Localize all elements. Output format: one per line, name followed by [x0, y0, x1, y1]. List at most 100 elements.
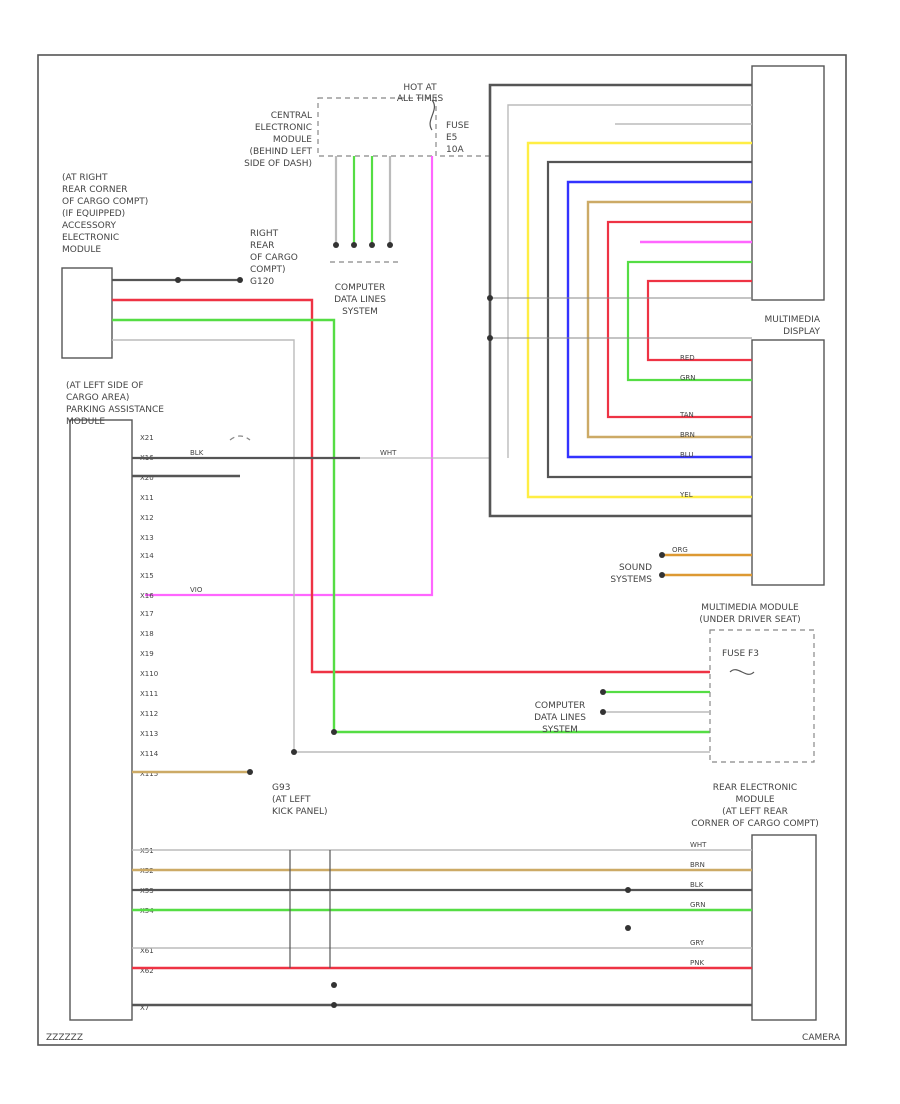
- svg-text:X113: X113: [140, 730, 158, 738]
- svg-text:G120: G120: [250, 277, 274, 287]
- parking-module-box: [69, 419, 133, 1021]
- svg-text:GRY: GRY: [690, 939, 705, 947]
- svg-text:X11: X11: [140, 494, 154, 502]
- svg-text:X19: X19: [140, 650, 154, 658]
- svg-text:(IF EQUIPPED): (IF EQUIPPED): [62, 209, 125, 219]
- multimedia-module-label: MULTIMEDIA MODULE (UNDER DRIVER SEAT): [699, 603, 800, 625]
- multimedia-display-label: MULTIMEDIA DISPLAY: [765, 315, 821, 337]
- svg-text:SYSTEM: SYSTEM: [342, 307, 378, 317]
- svg-text:MULTIMEDIA: MULTIMEDIA: [765, 315, 821, 325]
- svg-text:BLK: BLK: [190, 449, 204, 457]
- svg-text:X18: X18: [140, 630, 154, 638]
- parking-module-label: (AT LEFT SIDE OF CARGO AREA) PARKING ASS…: [66, 381, 164, 427]
- accessory-module-label: (AT RIGHT REAR CORNER OF CARGO COMPT) (I…: [62, 173, 148, 255]
- svg-text:X61: X61: [140, 947, 154, 955]
- svg-text:BLU: BLU: [680, 451, 693, 459]
- svg-text:(UNDER DRIVER SEAT): (UNDER DRIVER SEAT): [699, 615, 800, 625]
- central-module-wires: [330, 156, 400, 263]
- svg-text:DATA LINES: DATA LINES: [334, 295, 386, 305]
- svg-text:X110: X110: [140, 670, 158, 678]
- svg-text:(AT LEFT: (AT LEFT: [272, 795, 311, 805]
- svg-text:X14: X14: [140, 552, 154, 560]
- sound-systems: ORG SOUND SYSTEMS: [610, 546, 752, 585]
- rear-module-label: REAR ELECTRONIC MODULE (AT LEFT REAR COR…: [691, 783, 818, 829]
- accessory-module-box: [61, 267, 113, 359]
- svg-text:CORNER OF CARGO COMPT): CORNER OF CARGO COMPT): [691, 819, 818, 829]
- svg-text:X111: X111: [140, 690, 158, 698]
- computer-data-lines-label-1: COMPUTER DATA LINES SYSTEM: [334, 283, 386, 317]
- svg-text:ALL TIMES: ALL TIMES: [397, 94, 444, 104]
- display-harness: YEL BLU BRN TAN GRN RED: [487, 83, 752, 518]
- svg-text:X62: X62: [140, 967, 154, 975]
- ground-g93-label: G93 (AT LEFT KICK PANEL): [272, 783, 328, 817]
- svg-text:CENTRAL: CENTRAL: [271, 111, 312, 121]
- svg-text:X112: X112: [140, 710, 158, 718]
- fuse-f3-symbol: [729, 669, 755, 675]
- footer-right-label: CAMERA: [802, 1033, 841, 1043]
- svg-text:RIGHT: RIGHT: [250, 229, 279, 239]
- svg-text:X17: X17: [140, 610, 154, 618]
- svg-text:COMPT): COMPT): [250, 265, 286, 275]
- svg-text:MODULE: MODULE: [273, 135, 312, 145]
- svg-text:KICK PANEL): KICK PANEL): [272, 807, 328, 817]
- svg-text:BRN: BRN: [690, 861, 705, 869]
- central-module-outline: [317, 97, 437, 157]
- svg-text:BRN: BRN: [680, 431, 695, 439]
- svg-text:X16: X16: [140, 592, 154, 600]
- svg-text:COMPUTER: COMPUTER: [535, 701, 586, 711]
- svg-text:REAR ELECTRONIC: REAR ELECTRONIC: [713, 783, 797, 793]
- svg-text:OF CARGO: OF CARGO: [250, 253, 298, 263]
- computer-data-lines-label-2: COMPUTER DATA LINES SYSTEM: [534, 701, 586, 735]
- svg-text:X21: X21: [140, 434, 154, 442]
- svg-text:ELECTRONIC: ELECTRONIC: [255, 123, 312, 133]
- svg-text:SYSTEMS: SYSTEMS: [610, 575, 652, 585]
- svg-text:MODULE: MODULE: [735, 795, 774, 805]
- svg-text:PNK: PNK: [690, 959, 704, 967]
- central-module-label: CENTRAL ELECTRONIC MODULE (BEHIND LEFT S…: [244, 111, 312, 169]
- ground-g120-label: RIGHT REAR OF CARGO COMPT) G120: [250, 229, 298, 287]
- svg-text:COMPUTER: COMPUTER: [335, 283, 386, 293]
- svg-text:MULTIMEDIA MODULE: MULTIMEDIA MODULE: [701, 603, 799, 613]
- svg-text:CARGO AREA): CARGO AREA): [66, 393, 129, 403]
- svg-text:FUSE: FUSE: [446, 121, 469, 131]
- rear-module-box: [751, 834, 817, 1021]
- svg-text:X13: X13: [140, 534, 154, 542]
- svg-text:WHT: WHT: [380, 449, 397, 457]
- svg-text:BLK: BLK: [690, 881, 704, 889]
- rear-module-wires: WHT BRN BLK GRN GRY PNK: [132, 841, 752, 1008]
- svg-text:X114: X114: [140, 750, 159, 758]
- svg-text:(AT LEFT SIDE OF: (AT LEFT SIDE OF: [66, 381, 144, 391]
- svg-text:RED: RED: [680, 354, 695, 362]
- svg-text:X15: X15: [140, 572, 154, 580]
- svg-text:(BEHIND LEFT: (BEHIND LEFT: [249, 147, 312, 157]
- svg-text:TAN: TAN: [679, 411, 694, 419]
- svg-text:G93: G93: [272, 783, 290, 793]
- svg-text:ACCESSORY: ACCESSORY: [62, 221, 116, 231]
- svg-text:HOT AT: HOT AT: [403, 83, 437, 93]
- parking-module-pins: X21 X16 X20 X11 X12 X13 X14 X15 X16 X17 …: [140, 434, 159, 1012]
- footer-left-label: ZZZZZZ: [46, 1033, 83, 1043]
- svg-text:10A: 10A: [446, 145, 464, 155]
- svg-text:MODULE: MODULE: [62, 245, 101, 255]
- pink-wire-fuse: [145, 156, 434, 597]
- svg-text:OF CARGO COMPT): OF CARGO COMPT): [62, 197, 148, 207]
- multimedia-display-bottom-box: [751, 339, 825, 586]
- diagram-frame: [37, 54, 847, 1046]
- fuse-f3-label: FUSE F3: [722, 649, 759, 659]
- svg-text:X12: X12: [140, 514, 154, 522]
- svg-text:SIDE OF DASH): SIDE OF DASH): [244, 159, 312, 169]
- svg-text:YEL: YEL: [679, 491, 693, 499]
- svg-text:VIO: VIO: [190, 586, 203, 594]
- multimedia-display-top-box: [751, 65, 825, 301]
- svg-text:X51: X51: [140, 847, 154, 855]
- svg-text:GRN: GRN: [680, 374, 696, 382]
- svg-text:DISPLAY: DISPLAY: [783, 327, 820, 337]
- svg-text:ORG: ORG: [672, 546, 688, 554]
- accessory-module-wires: [112, 277, 710, 755]
- svg-text:SOUND: SOUND: [619, 563, 652, 573]
- svg-text:SYSTEM: SYSTEM: [542, 725, 578, 735]
- svg-text:(AT LEFT REAR: (AT LEFT REAR: [722, 807, 788, 817]
- svg-text:REAR: REAR: [250, 241, 274, 251]
- svg-text:ELECTRONIC: ELECTRONIC: [62, 233, 119, 243]
